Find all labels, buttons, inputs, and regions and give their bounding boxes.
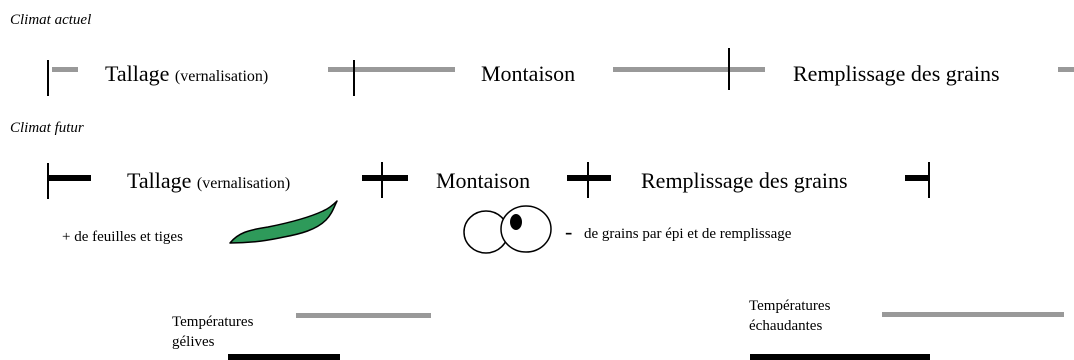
frost-temperature-label: Températures gélives [172, 312, 312, 352]
frost-label-line-2: gélives [172, 334, 215, 350]
future-phase-montaison: Montaison [436, 168, 531, 193]
current-bar-segment [52, 67, 78, 72]
future-climate-title: Climat futur [10, 120, 84, 136]
current-montaison-remplissage-tick [728, 48, 730, 90]
current-bar-segment [1058, 67, 1074, 72]
heat-label-line-2: échaudantes [749, 318, 823, 334]
future-bar-segment [362, 175, 408, 181]
current-phase-montaison: Montaison [481, 61, 576, 86]
current-tallage-montaison-tick [353, 60, 355, 96]
future-climate-legend-bar [750, 354, 930, 360]
future-phase-tallage-name: Tallage [127, 168, 192, 193]
future-bar-segment [49, 175, 91, 181]
grains-effect-text: de grains par épi et de remplissage [584, 226, 792, 242]
future-phase-remplissage: Remplissage des grains [641, 168, 848, 193]
future-end-tick [928, 162, 930, 198]
current-bar-segment [730, 67, 765, 72]
current-bar-segment [355, 67, 455, 72]
future-climate-legend-bar [228, 354, 340, 360]
future-bar-segment [567, 175, 611, 181]
current-phase-remplissage: Remplissage des grains [793, 61, 1000, 86]
current-bar-segment [613, 67, 729, 72]
current-start-tick [47, 60, 49, 96]
heat-temperature-label: Températures échaudantes [749, 296, 889, 336]
future-bar-segment [905, 175, 929, 181]
current-climate-legend-bar [296, 313, 431, 318]
frost-label-line-1: Températures [172, 314, 254, 330]
leaf-icon [229, 200, 338, 244]
current-climate-title: Climat actuel [10, 12, 92, 28]
eyes-icon [463, 205, 552, 254]
leaves-effect-text: + de feuilles et tiges [62, 229, 183, 245]
future-start-tick [47, 163, 49, 199]
current-phase-tallage: Tallage (vernalisation) [105, 63, 268, 85]
grains-minus-sign: - [565, 219, 573, 244]
future-tallage-montaison-tick [381, 162, 383, 198]
future-montaison-remplissage-tick [587, 162, 589, 198]
current-phase-tallage-name: Tallage [105, 61, 170, 86]
future-phase-tallage-note: (vernalisation) [196, 175, 291, 192]
current-phase-tallage-note: (vernalisation) [174, 68, 269, 85]
current-bar-segment [328, 67, 354, 72]
heat-label-line-1: Températures [749, 298, 831, 314]
current-climate-legend-bar [882, 312, 1064, 317]
future-phase-tallage: Tallage (vernalisation) [127, 170, 290, 192]
